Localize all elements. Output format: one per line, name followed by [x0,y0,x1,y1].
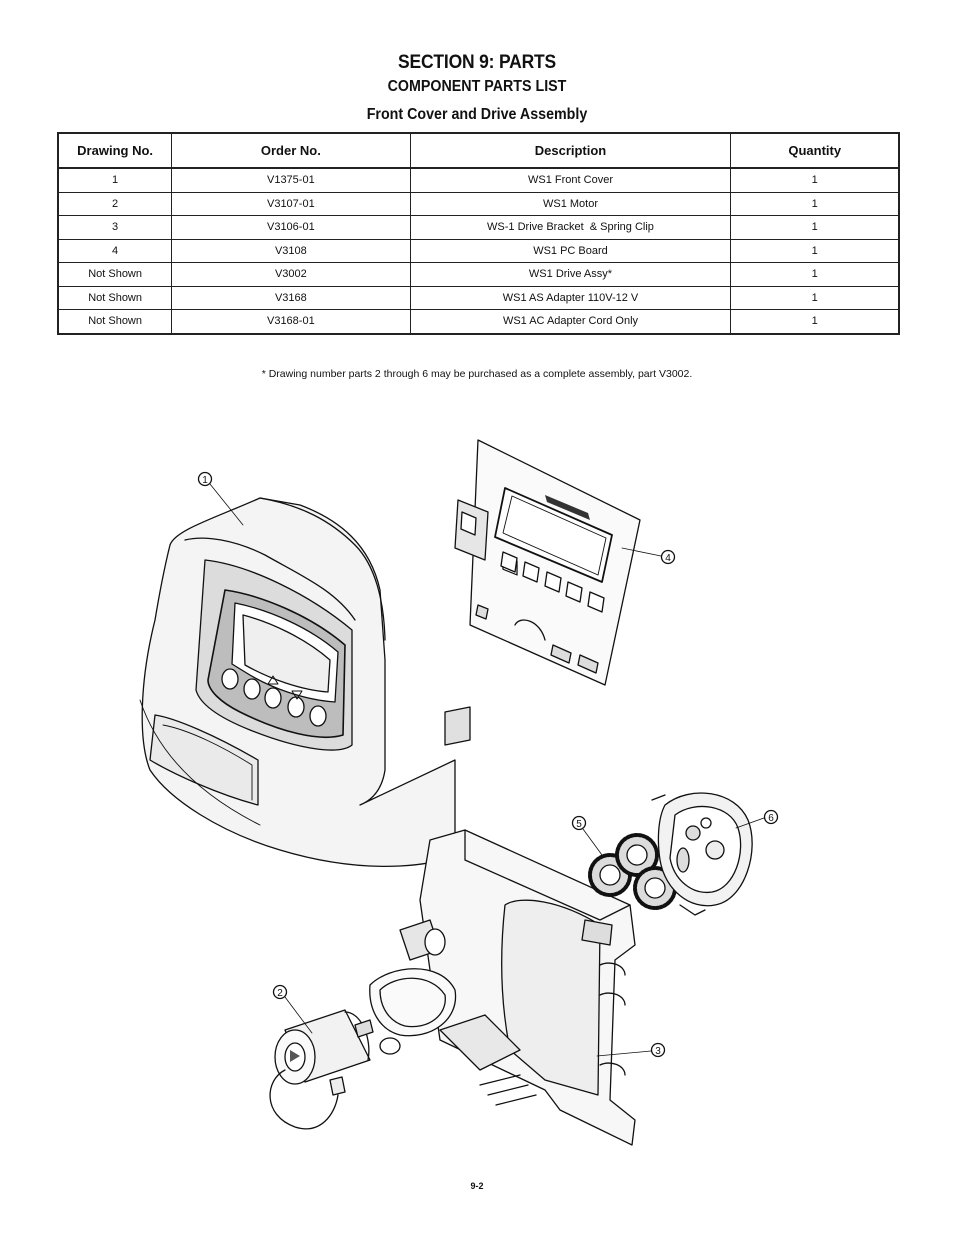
cell-drawing-no: Not Shown [57,309,173,334]
cell-drawing-no: 1 [57,167,173,193]
table-row: Not Shown V3168-01 WS1 AC Adapter Cord O… [57,309,900,334]
gears-illustration [588,833,677,910]
table-row: Not Shown V3168 WS1 AS Adapter 110V-12 V… [57,285,900,310]
gear-housing-illustration [651,792,753,916]
callout-2: 2 [272,984,313,1034]
cell-order-no: V3107-01 [171,191,411,216]
cell-quantity: 1 [730,167,900,193]
list-title: COMPONENT PARTS LIST [387,78,567,95]
table-row: 2 V3107-01 WS1 Motor 1 [57,191,900,216]
callout-3: 3 [596,1042,666,1058]
callout-6: 6 [735,809,779,829]
cell-order-no: V3002 [171,262,411,287]
column-header-order-no: Order No. [171,132,411,169]
cell-order-no: V1375-01 [171,167,411,193]
table-row: 1 V1375-01 WS1 Front Cover 1 [57,167,900,193]
cell-order-no: V3108 [171,238,411,263]
cell-quantity: 1 [730,238,900,263]
callout-4: 4 [621,547,676,565]
page-number: 9-2 [470,1181,484,1191]
callout-4-label: 4 [665,553,671,564]
callout-2-label: 2 [277,988,283,999]
cell-drawing-no: 2 [57,191,173,216]
callout-3-label: 3 [655,1046,661,1057]
callout-1: 1 [197,471,244,526]
cell-quantity: 1 [730,309,900,334]
cell-description: WS1 AC Adapter Cord Only [409,309,732,334]
table-row: 4 V3108 WS1 PC Board 1 [57,238,900,263]
section-title: SECTION 9: PARTS [398,52,556,73]
callout-6-label: 6 [768,813,774,824]
cell-drawing-no: 4 [57,238,173,263]
table-header-row: Drawing No. Order No. Description Quanti… [57,132,900,169]
cell-description: WS-1 Drive Bracket & Spring Clip [409,215,732,240]
table-row: Not Shown V3002 WS1 Drive Assy* 1 [57,262,900,287]
callout-5-label: 5 [576,819,582,830]
cell-quantity: 1 [730,285,900,310]
cell-order-no: V3106-01 [171,215,411,240]
motor-illustration [269,1009,374,1130]
cell-description: WS1 Drive Assy* [409,262,732,287]
assembly-title: Front Cover and Drive Assembly [366,106,588,123]
callout-1-label: 1 [202,475,208,486]
cell-order-no: V3168-01 [171,309,411,334]
parts-table: Drawing No. Order No. Description Quanti… [57,132,900,335]
column-header-description: Description [409,132,732,169]
pc-board-illustration [454,439,641,686]
callout-5: 5 [571,815,603,856]
front-cover-illustration [139,497,471,867]
column-header-drawing-no: Drawing No. [57,132,173,169]
table-row: 3 V3106-01 WS-1 Drive Bracket & Spring C… [57,215,900,240]
column-header-quantity: Quantity [730,132,900,169]
drive-bracket-illustration [369,829,636,1146]
cell-quantity: 1 [730,262,900,287]
cell-description: WS1 PC Board [409,238,732,263]
cell-description: WS1 Front Cover [409,167,732,193]
footnote: * Drawing number parts 2 through 6 may b… [261,368,693,380]
